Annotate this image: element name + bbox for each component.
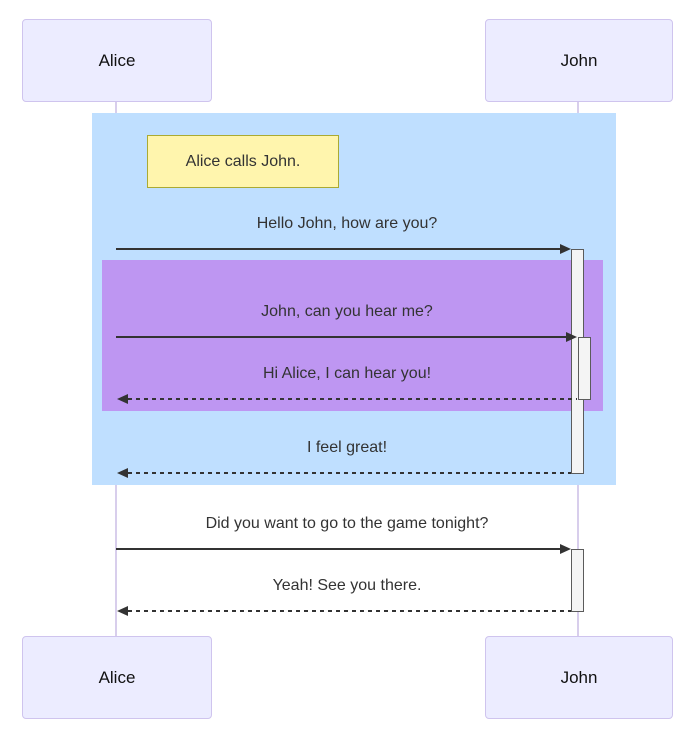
- message-label: I feel great!: [306, 439, 388, 456]
- actor-top-john: John: [485, 19, 673, 102]
- message-label: Hello John, how are you?: [256, 215, 438, 232]
- actor-bottom-alice: Alice: [22, 636, 212, 719]
- message-line: [116, 248, 561, 250]
- actor-bottom-john: John: [485, 636, 673, 719]
- message-label: Did you want to go to the game tonight?: [205, 515, 489, 532]
- actor-label: Alice: [98, 667, 136, 687]
- message-line: [116, 548, 561, 550]
- message-line: [128, 610, 571, 612]
- note-text: Alice calls John.: [185, 152, 301, 170]
- actor-label: Alice: [98, 50, 136, 70]
- message-line: [128, 472, 571, 474]
- arrowhead-left-icon: [117, 468, 128, 478]
- actor-label: John: [560, 667, 598, 687]
- arrowhead-right-icon: [566, 332, 577, 342]
- message-line: [116, 336, 567, 338]
- message-label: Hi Alice, I can hear you!: [262, 365, 432, 382]
- actor-label: John: [560, 50, 598, 70]
- activation-bar-3: [571, 549, 584, 612]
- arrowhead-right-icon: [560, 544, 571, 554]
- activation-bar-2: [577, 337, 591, 400]
- arrowhead-left-icon: [117, 394, 128, 404]
- arrowhead-right-icon: [560, 244, 571, 254]
- message-line: [128, 398, 577, 400]
- message-label: Yeah! See you there.: [272, 577, 422, 594]
- note-box: Alice calls John.: [147, 135, 339, 188]
- actor-top-alice: Alice: [22, 19, 212, 102]
- message-label: John, can you hear me?: [261, 303, 433, 320]
- highlight-rect-inner: [102, 260, 603, 411]
- arrowhead-left-icon: [117, 606, 128, 616]
